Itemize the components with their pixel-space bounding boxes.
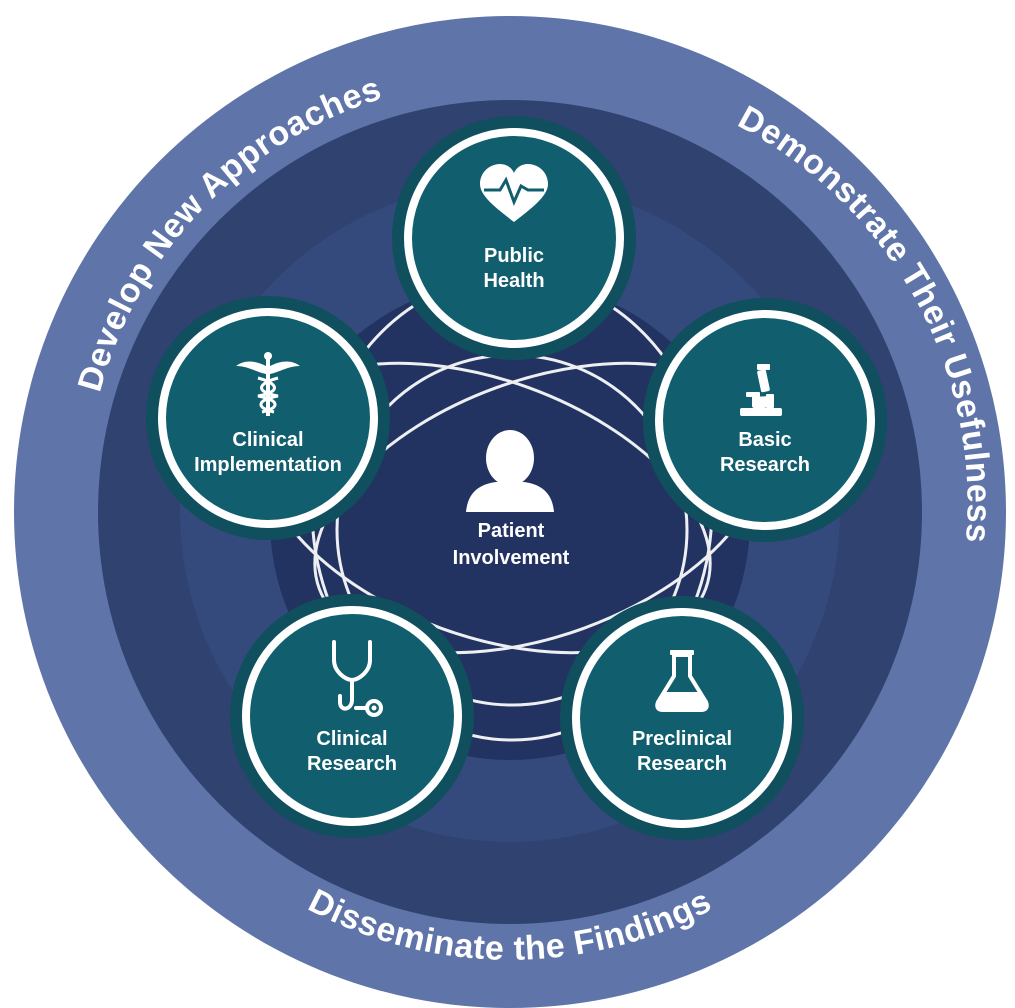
center-label-line1: Patient (478, 520, 545, 542)
node-clinical-research: Clinical Research (230, 594, 474, 838)
node-label-line2: Research (720, 454, 810, 476)
node-label-line1: Basic (738, 429, 791, 451)
node-public-health: Public Health (392, 116, 636, 360)
microscope-icon (740, 364, 782, 416)
node-label-line1: Public (484, 245, 544, 267)
node-label-line2: Research (307, 753, 397, 775)
node-label-line2: Health (483, 270, 544, 292)
node-label-line2: Research (637, 753, 727, 775)
node-label-line2: Implementation (194, 454, 342, 476)
person-icon (466, 430, 554, 512)
node-preclinical-research: Preclinical Research (560, 596, 804, 840)
node-label-line1: Preclinical (632, 728, 732, 750)
center-patient-involvement: Patient Involvement (453, 430, 570, 569)
flask-icon (655, 650, 709, 712)
node-basic-research: Basic Research (643, 298, 887, 542)
node-label-line1: Clinical (232, 429, 303, 451)
node-clinical-implementation: Clinical Implementation (146, 296, 390, 540)
stethoscope-icon (332, 640, 383, 717)
caduceus-icon (236, 352, 300, 416)
node-label-line1: Clinical (316, 728, 387, 750)
stethoscope-chestpiece (371, 705, 377, 711)
heart-pulse-icon (480, 164, 548, 222)
center-label-line2: Involvement (453, 547, 570, 569)
